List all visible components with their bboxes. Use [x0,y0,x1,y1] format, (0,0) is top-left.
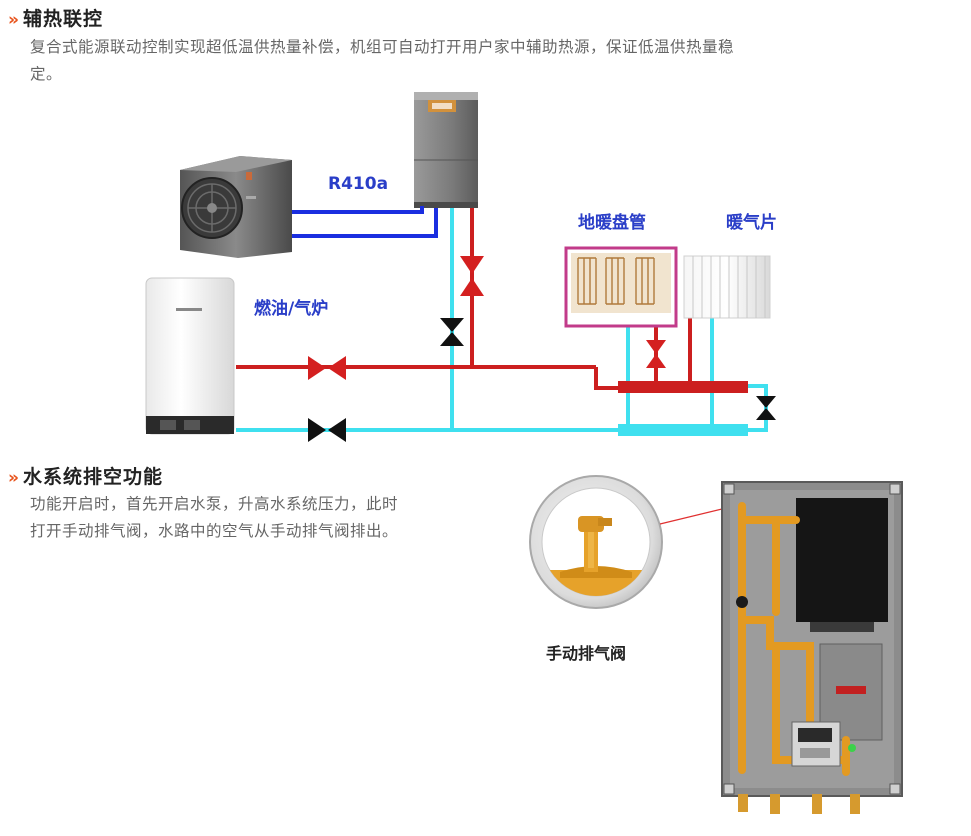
boiler-label: 燃油/气炉 [254,299,329,319]
manual-air-vent-zoom [529,475,663,609]
hydro-module-internal-view [721,481,903,814]
outdoor-heat-pump-unit [180,156,292,258]
valve-black-bypass [756,396,776,420]
description-line: 定。 [30,65,63,83]
valve-red-horizontal [308,356,346,380]
floor-heating-label: 地暖盘管 [578,213,646,233]
chevron-right-icon: » [8,468,19,488]
section-title-drain: »水系统排空功能 [8,462,163,489]
valve-black-vertical [440,318,464,346]
boiler-unit [145,277,235,435]
section-title-aux-heating: »辅热联控 [8,4,103,31]
section-description: 功能开启时，首先开启水泵，升高水系统压力，此时 打开手动排气阀，水路中的空气从手… [30,491,500,545]
valve-black-horizontal [308,418,346,442]
refrigerant-pipes [292,206,438,238]
supply-manifold [618,381,748,393]
description-line: 复合式能源联动控制实现超低温供热量补偿，机组可自动打开用户家中辅助热源，保证低温… [30,38,735,56]
description-line: 功能开启时，首先开启水泵，升高水系统压力，此时 [30,495,399,513]
callout-line [659,507,727,525]
description-line: 打开手动排气阀，水路中的空气从手动排气阀排出。 [30,522,399,540]
radiator-label: 暖气片 [726,213,777,233]
refrigerant-label: R410a [328,174,389,194]
return-manifold [618,424,748,436]
section-title-text: 水系统排空功能 [22,466,163,488]
chevron-right-icon: » [8,10,19,30]
section-title-text: 辅热联控 [22,8,103,30]
section-description: 复合式能源联动控制实现超低温供热量补偿，机组可自动打开用户家中辅助热源，保证低温… [30,34,950,88]
return-water-pipes [236,208,768,432]
indoor-hydro-unit [414,92,478,208]
valve-red-vertical [460,256,484,296]
manual-air-vent-label: 手动排气阀 [546,644,627,663]
floor-heating-coil [564,246,678,328]
valve-red-small [646,340,666,368]
radiator [683,255,771,319]
